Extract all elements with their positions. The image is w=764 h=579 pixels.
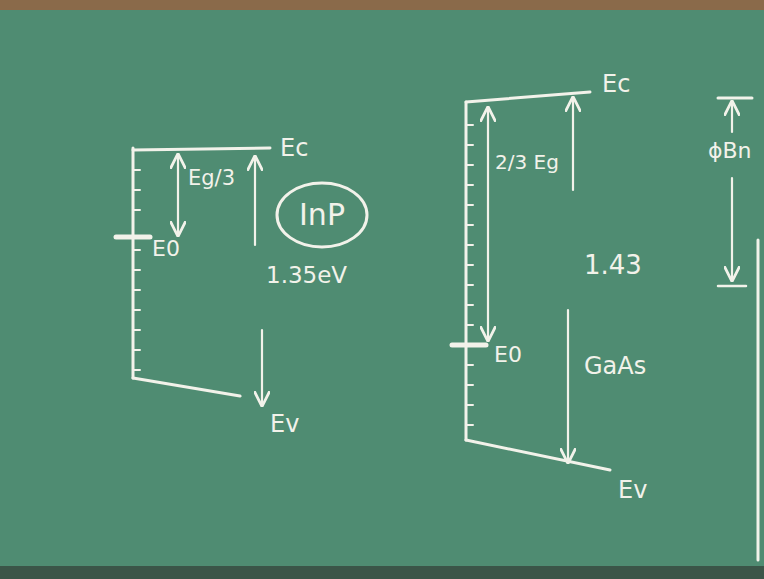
energy-axis — [465, 102, 468, 440]
chalk-label: Ec — [602, 70, 630, 99]
dimension-arrow — [487, 108, 489, 340]
level-mark — [452, 343, 486, 348]
chalk-label: Ev — [618, 476, 647, 505]
valence-band-edge — [133, 378, 240, 396]
level-mark — [116, 235, 150, 240]
barrier-bottom — [718, 285, 746, 288]
chalk-label: 1.43 — [584, 250, 642, 281]
dimension-arrow — [731, 102, 733, 132]
dimension-arrow — [254, 157, 256, 245]
board-frame — [0, 0, 764, 10]
board-ledge — [0, 566, 764, 579]
chalk-label: 1.35eV — [266, 262, 347, 290]
tick-marks — [466, 125, 473, 425]
dimension-arrow — [261, 330, 263, 405]
chalk-label: Ec — [280, 134, 308, 163]
circle-outline — [277, 183, 367, 247]
barrier-top — [718, 97, 752, 100]
energy-axis — [132, 148, 135, 378]
chalk-label: 2/3 Eg — [495, 150, 559, 174]
tick-marks — [133, 170, 140, 370]
circled-label: InP — [274, 180, 370, 250]
material-name: InP — [299, 197, 345, 233]
chalk-label: E0 — [494, 342, 522, 368]
valence-band-edge — [466, 440, 610, 470]
conduction-band-edge — [466, 92, 590, 102]
dimension-arrow — [572, 98, 574, 190]
chalk-label: Eg/3 — [188, 166, 235, 191]
chalk-label: GaAs — [584, 352, 646, 381]
dimension-arrow — [567, 310, 569, 462]
edge-line — [757, 240, 760, 560]
chalk-label: Ev — [270, 410, 299, 439]
chalk-label: ϕBn — [708, 138, 752, 164]
conduction-band-edge — [133, 148, 270, 150]
dimension-arrow — [731, 178, 733, 280]
dimension-arrow — [177, 155, 179, 235]
chalk-label: E0 — [152, 236, 180, 262]
